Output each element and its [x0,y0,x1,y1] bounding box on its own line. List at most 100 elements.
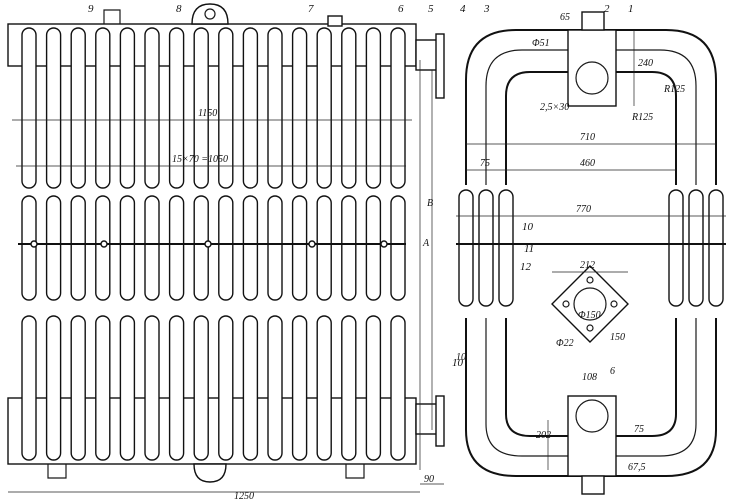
radiator-tube [95,195,111,301]
radiator-tube [70,195,86,301]
side-tube [458,189,474,307]
dim-pitch: 15×70 =1050 [172,154,228,165]
tube-row-top [21,27,406,189]
bottom-nozzle [581,475,605,495]
callout-5: 5 [428,3,434,15]
radiator-tube [291,27,308,189]
dim-phi51: Φ51 [532,38,550,49]
radiator-tube [341,315,357,461]
radiator-tube [119,315,136,461]
callout-3: 3 [483,3,490,15]
radiator-tube [267,315,283,461]
bottom-lug-left [47,464,67,479]
dim-phi22: Φ22 [556,338,574,349]
top-flange-5 [415,39,439,71]
side-tube [668,189,684,307]
dim-150: 150 [610,332,625,343]
radiator-tube [242,27,259,189]
tube-row-bottom [21,315,406,461]
bottom-eye [193,463,227,483]
dim-212: 212 [580,260,595,271]
radiator-tube [390,315,406,461]
radiator-tube [341,195,357,301]
radiator-tube [316,27,332,189]
radiator-tube [70,27,86,189]
dim-460: 460 [580,158,595,169]
callout-1: 1 [628,3,634,15]
tie-bolt [308,240,316,248]
tie-bolt [380,240,388,248]
side-tube [498,189,514,307]
radiator-tube [365,315,382,461]
callout-6: 6 [398,3,404,15]
callout-10-side: 10 [452,357,464,369]
tube-row-middle [21,195,406,301]
dim-phi150: Φ150 [578,310,601,321]
radiator-tube [291,195,308,301]
radiator-tube [144,27,160,189]
dim-202: 202 [536,430,551,441]
radiator-tube [218,27,234,189]
radiator-tube [193,315,209,461]
radiator-tube [242,195,259,301]
dim-A: A [422,238,430,249]
radiator-tube [193,195,209,301]
radiator-tube [45,315,62,461]
flange-detail [551,265,629,343]
radiator-tube [365,195,382,301]
callout-10: 10 [522,221,534,233]
lifting-eye-hole [204,8,216,20]
radiator-tube [144,195,160,301]
bottom-collector-section [567,395,617,477]
callout-2: 2 [604,3,610,15]
radiator-tube [144,315,160,461]
labels: 9 8 7 6 5 4 3 2 1 10 11 12 10 1150 15×70… [88,3,685,502]
radiator-tube [21,27,37,189]
dim-240: 240 [638,58,653,69]
lifting-eye-8 [191,3,229,25]
side-tube [708,189,724,307]
callout-8: 8 [176,3,182,15]
radiator-tube [168,195,185,301]
radiator-tube [267,195,283,301]
radiator-tube [45,195,62,301]
tie-bar-bolts [30,240,388,248]
callout-11: 11 [524,243,534,255]
callout-4: 4 [460,3,466,15]
dim-710: 710 [580,132,595,143]
radiator-tube [168,315,185,461]
dim-770: 770 [576,204,591,215]
dim-1250: 1250 [234,491,254,502]
bottom-lug-right [345,464,365,479]
tie-bolt [30,240,38,248]
radiator-tube [390,27,406,189]
top-flange-plate-4 [435,33,445,99]
bottom-collector-bore [575,399,609,433]
dim-wall: 2,5×30 [540,102,569,113]
dim-75: 75 [480,158,490,169]
bottom-flange [415,403,439,435]
callout-12: 12 [520,261,532,273]
dim-10: 10 [456,352,466,363]
dim-6: 6 [610,366,615,377]
radiator-tube [316,315,332,461]
top-nozzle-1 [581,11,605,31]
callout-9: 9 [88,3,94,15]
radiator-tube [341,27,357,189]
dim-65: 65 [560,12,570,23]
dim-1150: 1150 [198,108,217,119]
lifting-lug-9 [103,9,121,24]
radiator-tube [291,315,308,461]
tie-bolt [204,240,212,248]
callout-7: 7 [308,3,314,15]
radiator-tube [365,27,382,189]
radiator-tube [70,315,86,461]
side-tube-segments [458,189,724,307]
dim-r125-bot: R125 [631,112,653,123]
radiator-tube [242,315,259,461]
tie-bolt [100,240,108,248]
radiator-tube [390,195,406,301]
dim-108: 108 [582,372,597,383]
dim-r125-top: R125 [663,84,685,95]
